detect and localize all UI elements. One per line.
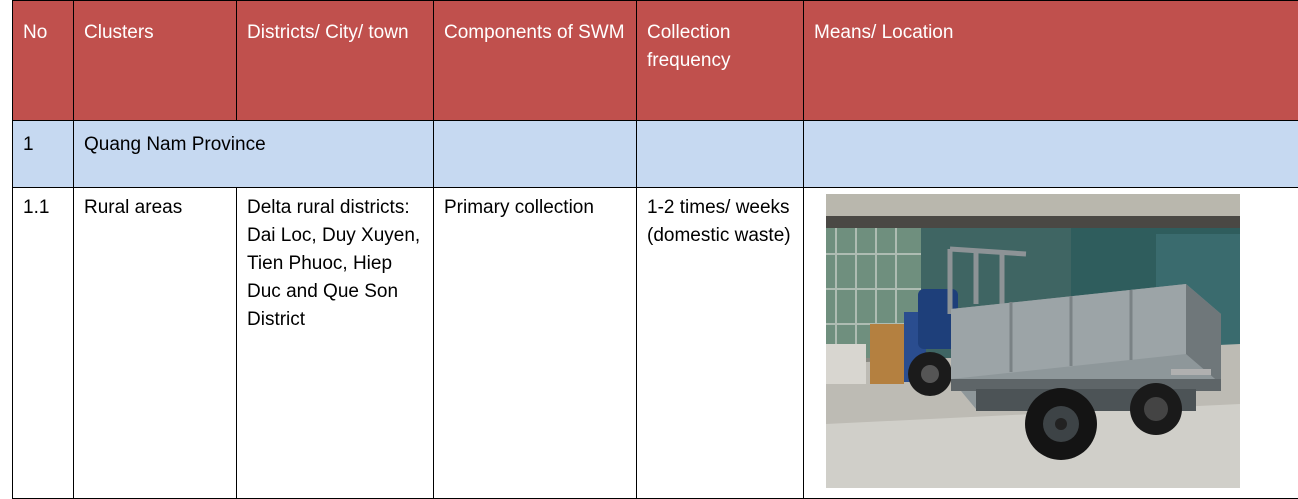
swm-table: No Clusters Districts/ City/ town Compon… <box>12 0 1298 499</box>
table-header-row: No Clusters Districts/ City/ town Compon… <box>13 1 1298 121</box>
row-frequency: 1-2 times/ weeks (domestic waste) <box>637 188 804 499</box>
header-districts: Districts/ City/ town <box>237 1 434 121</box>
header-no: No <box>13 1 74 121</box>
section-row: 1 Quang Nam Province <box>13 121 1298 188</box>
table-row: 1.1 Rural areas Delta rural districts: D… <box>13 188 1298 499</box>
section-name: Quang Nam Province <box>74 121 434 188</box>
header-components: Components of SWM <box>434 1 637 121</box>
row-districts: Delta rural districts: Dai Loc, Duy Xuye… <box>237 188 434 499</box>
header-means: Means/ Location <box>804 1 1298 121</box>
row-components: Primary collection <box>434 188 637 499</box>
row-clusters: Rural areas <box>74 188 237 499</box>
tricycle-truck-photo <box>826 194 1240 488</box>
section-no: 1 <box>13 121 74 188</box>
header-frequency: Collection frequency <box>637 1 804 121</box>
section-empty-cell <box>804 121 1298 188</box>
section-empty-cell <box>434 121 637 188</box>
section-empty-cell <box>637 121 804 188</box>
row-no: 1.1 <box>13 188 74 499</box>
header-clusters: Clusters <box>74 1 237 121</box>
row-photo-cell <box>804 188 1298 499</box>
